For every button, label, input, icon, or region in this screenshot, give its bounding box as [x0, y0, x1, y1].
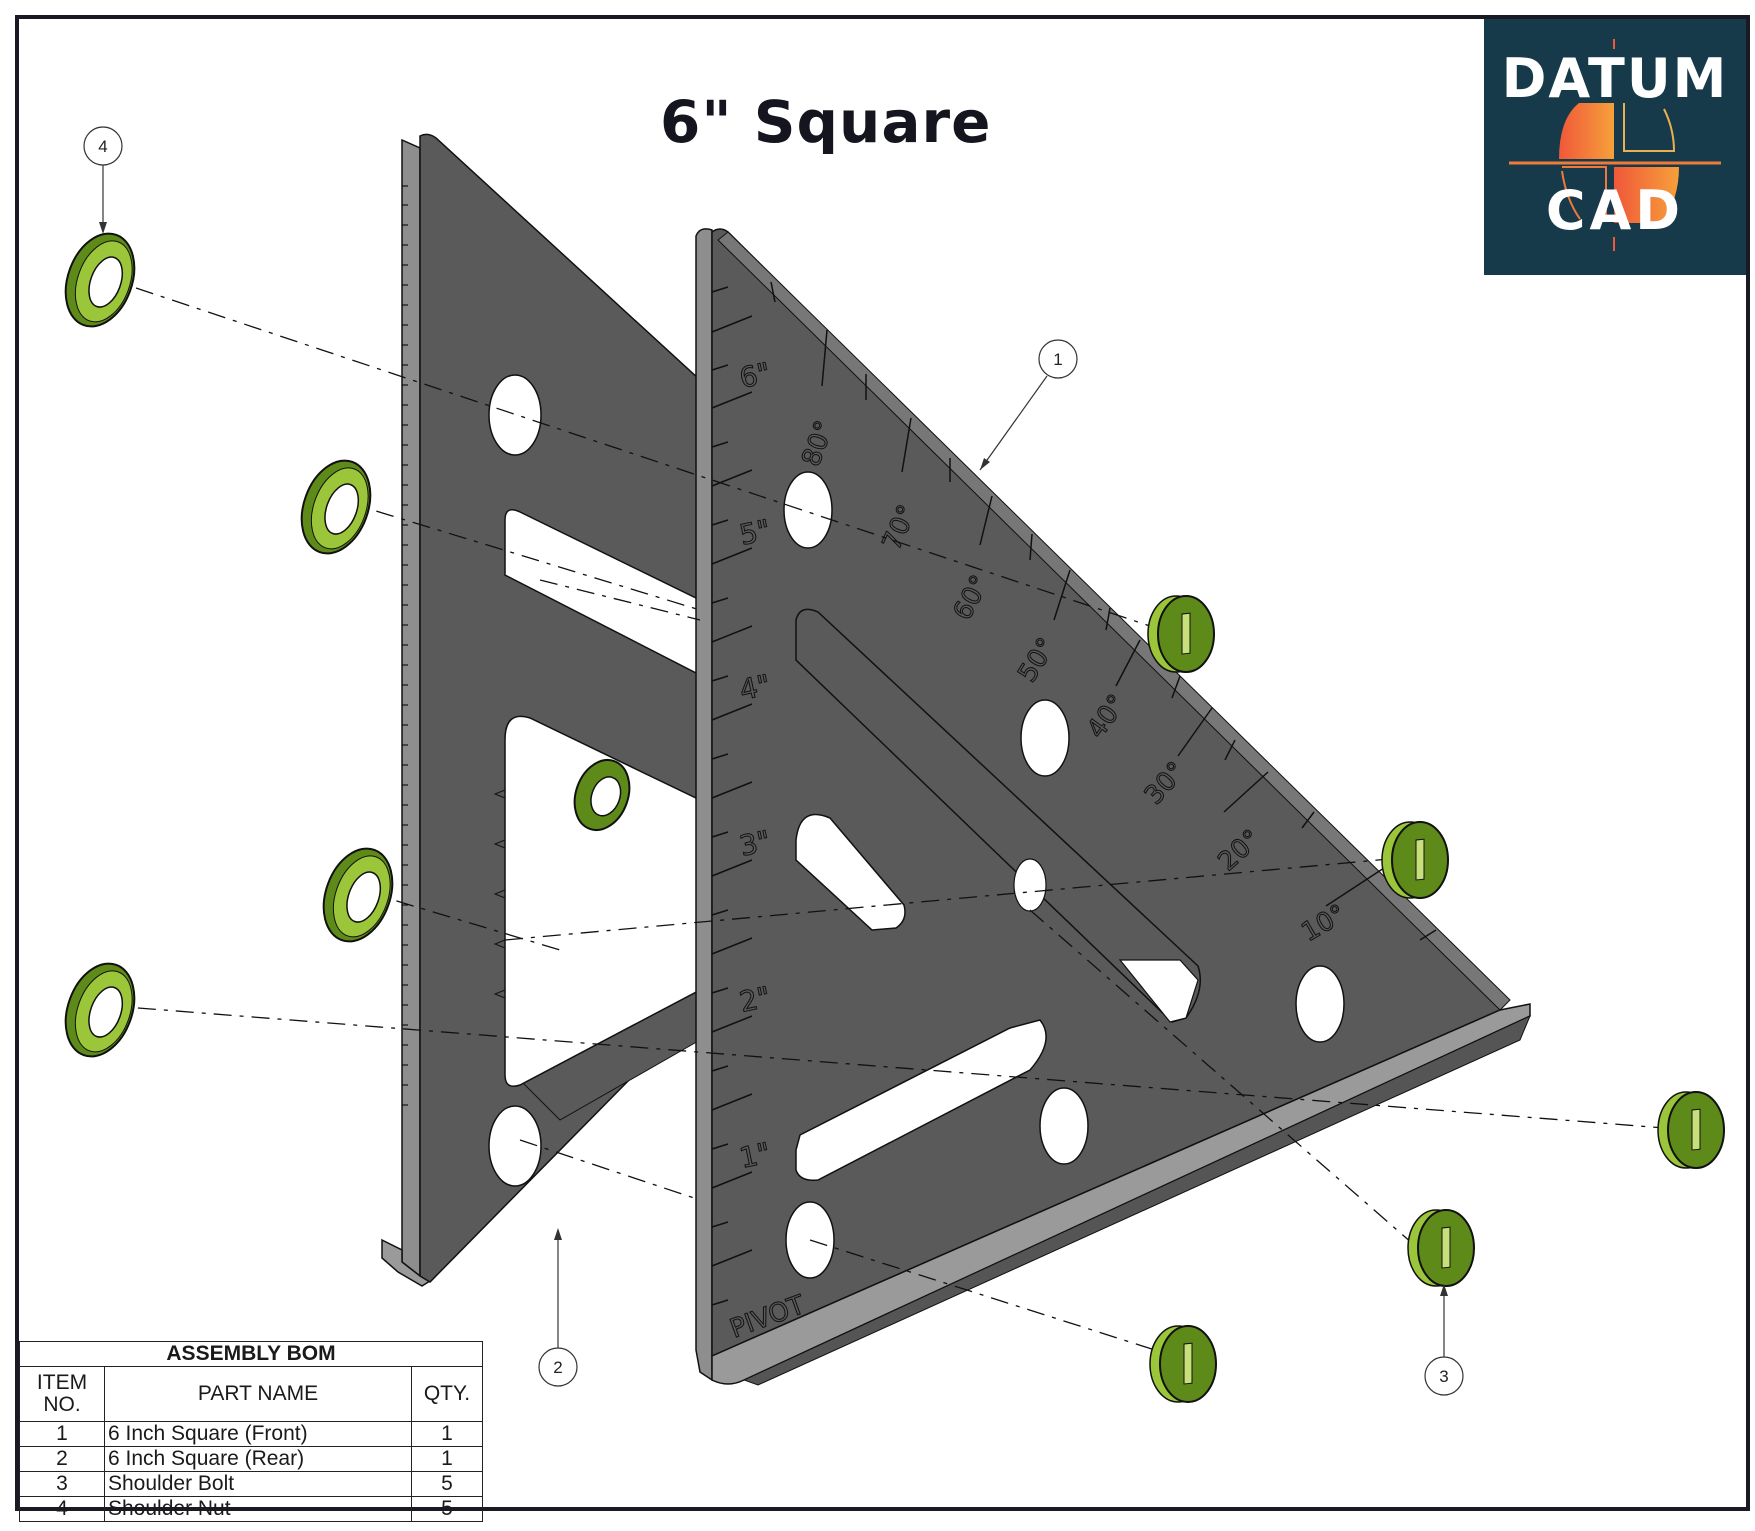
bom-header-part: PART NAME — [104, 1366, 412, 1422]
bom-caption: ASSEMBLY BOM — [19, 1341, 483, 1367]
bom-item-no: 4 — [19, 1496, 105, 1522]
shoulder-bolts — [1147, 595, 1725, 1403]
shoulder-bolt — [1657, 1091, 1725, 1169]
inch-label-6: 6" — [737, 356, 774, 395]
shoulder-bolt — [1149, 1325, 1217, 1403]
drawing-title: 6" Square — [660, 88, 992, 156]
bom-qty: 5 — [411, 1496, 483, 1522]
datum-cad-logo: DATUM CAD — [1484, 19, 1746, 275]
bom-item-no: 3 — [19, 1471, 105, 1497]
table-row: 3 Shoulder Bolt 5 — [19, 1471, 483, 1497]
shoulder-nut — [573, 759, 631, 831]
shoulder-bolt — [1381, 821, 1449, 899]
logo-text-cad: CAD — [1546, 179, 1684, 242]
shoulder-nut — [64, 232, 136, 328]
svg-text:2: 2 — [553, 1358, 562, 1377]
front-square-part: 6" 5" 4" 3" 2" 1" 80° 70° 60° 50° 40° 30… — [695, 228, 1531, 1386]
inch-label-1: 1" — [737, 1136, 774, 1175]
svg-text:1: 1 — [1053, 350, 1062, 369]
bom-part-name: 6 Inch Square (Rear) — [104, 1446, 412, 1472]
inch-label-2: 2" — [737, 980, 774, 1019]
shoulder-nut — [300, 459, 372, 555]
bom-header-qty: QTY. — [411, 1366, 483, 1422]
svg-text:4: 4 — [98, 137, 107, 156]
shoulder-bolt — [1147, 595, 1215, 673]
logo-text-datum: DATUM — [1502, 47, 1729, 110]
bom-header-item: ITEM NO. — [19, 1366, 105, 1422]
balloon-4: 4 — [83, 126, 123, 234]
table-row: 1 6 Inch Square (Front) 1 — [19, 1421, 483, 1447]
inch-label-3: 3" — [737, 824, 774, 863]
shoulder-nut — [64, 962, 136, 1058]
svg-text:3: 3 — [1439, 1367, 1448, 1386]
drawing-border — [15, 15, 1750, 1511]
bom-qty: 5 — [411, 1471, 483, 1497]
rear-square-part — [381, 133, 701, 1287]
table-row: 2 6 Inch Square (Rear) 1 — [19, 1446, 483, 1472]
bom-part-name: Shoulder Nut — [104, 1496, 412, 1522]
inch-label-4: 4" — [737, 668, 774, 707]
balloon-3: 3 — [1424, 1284, 1464, 1396]
table-row: 4 Shoulder Nut 5 — [19, 1496, 483, 1522]
bom-qty: 1 — [411, 1446, 483, 1472]
balloon-2: 2 — [538, 1228, 578, 1387]
bom-item-no: 1 — [19, 1421, 105, 1447]
bom-part-name: Shoulder Bolt — [104, 1471, 412, 1497]
balloon-1: 1 — [979, 339, 1078, 471]
assembly-bom-table: ASSEMBLY BOM ITEM NO. PART NAME QTY. 1 6… — [19, 1341, 483, 1522]
bom-item-no: 2 — [19, 1446, 105, 1472]
bom-part-name: 6 Inch Square (Front) — [104, 1421, 412, 1447]
shoulder-nut — [322, 847, 394, 943]
inch-label-5: 5" — [737, 513, 774, 552]
bom-qty: 1 — [411, 1421, 483, 1447]
assembly-axis-lines — [99, 275, 1691, 1359]
shoulder-nuts — [64, 232, 631, 1058]
shoulder-bolt — [1407, 1209, 1475, 1287]
